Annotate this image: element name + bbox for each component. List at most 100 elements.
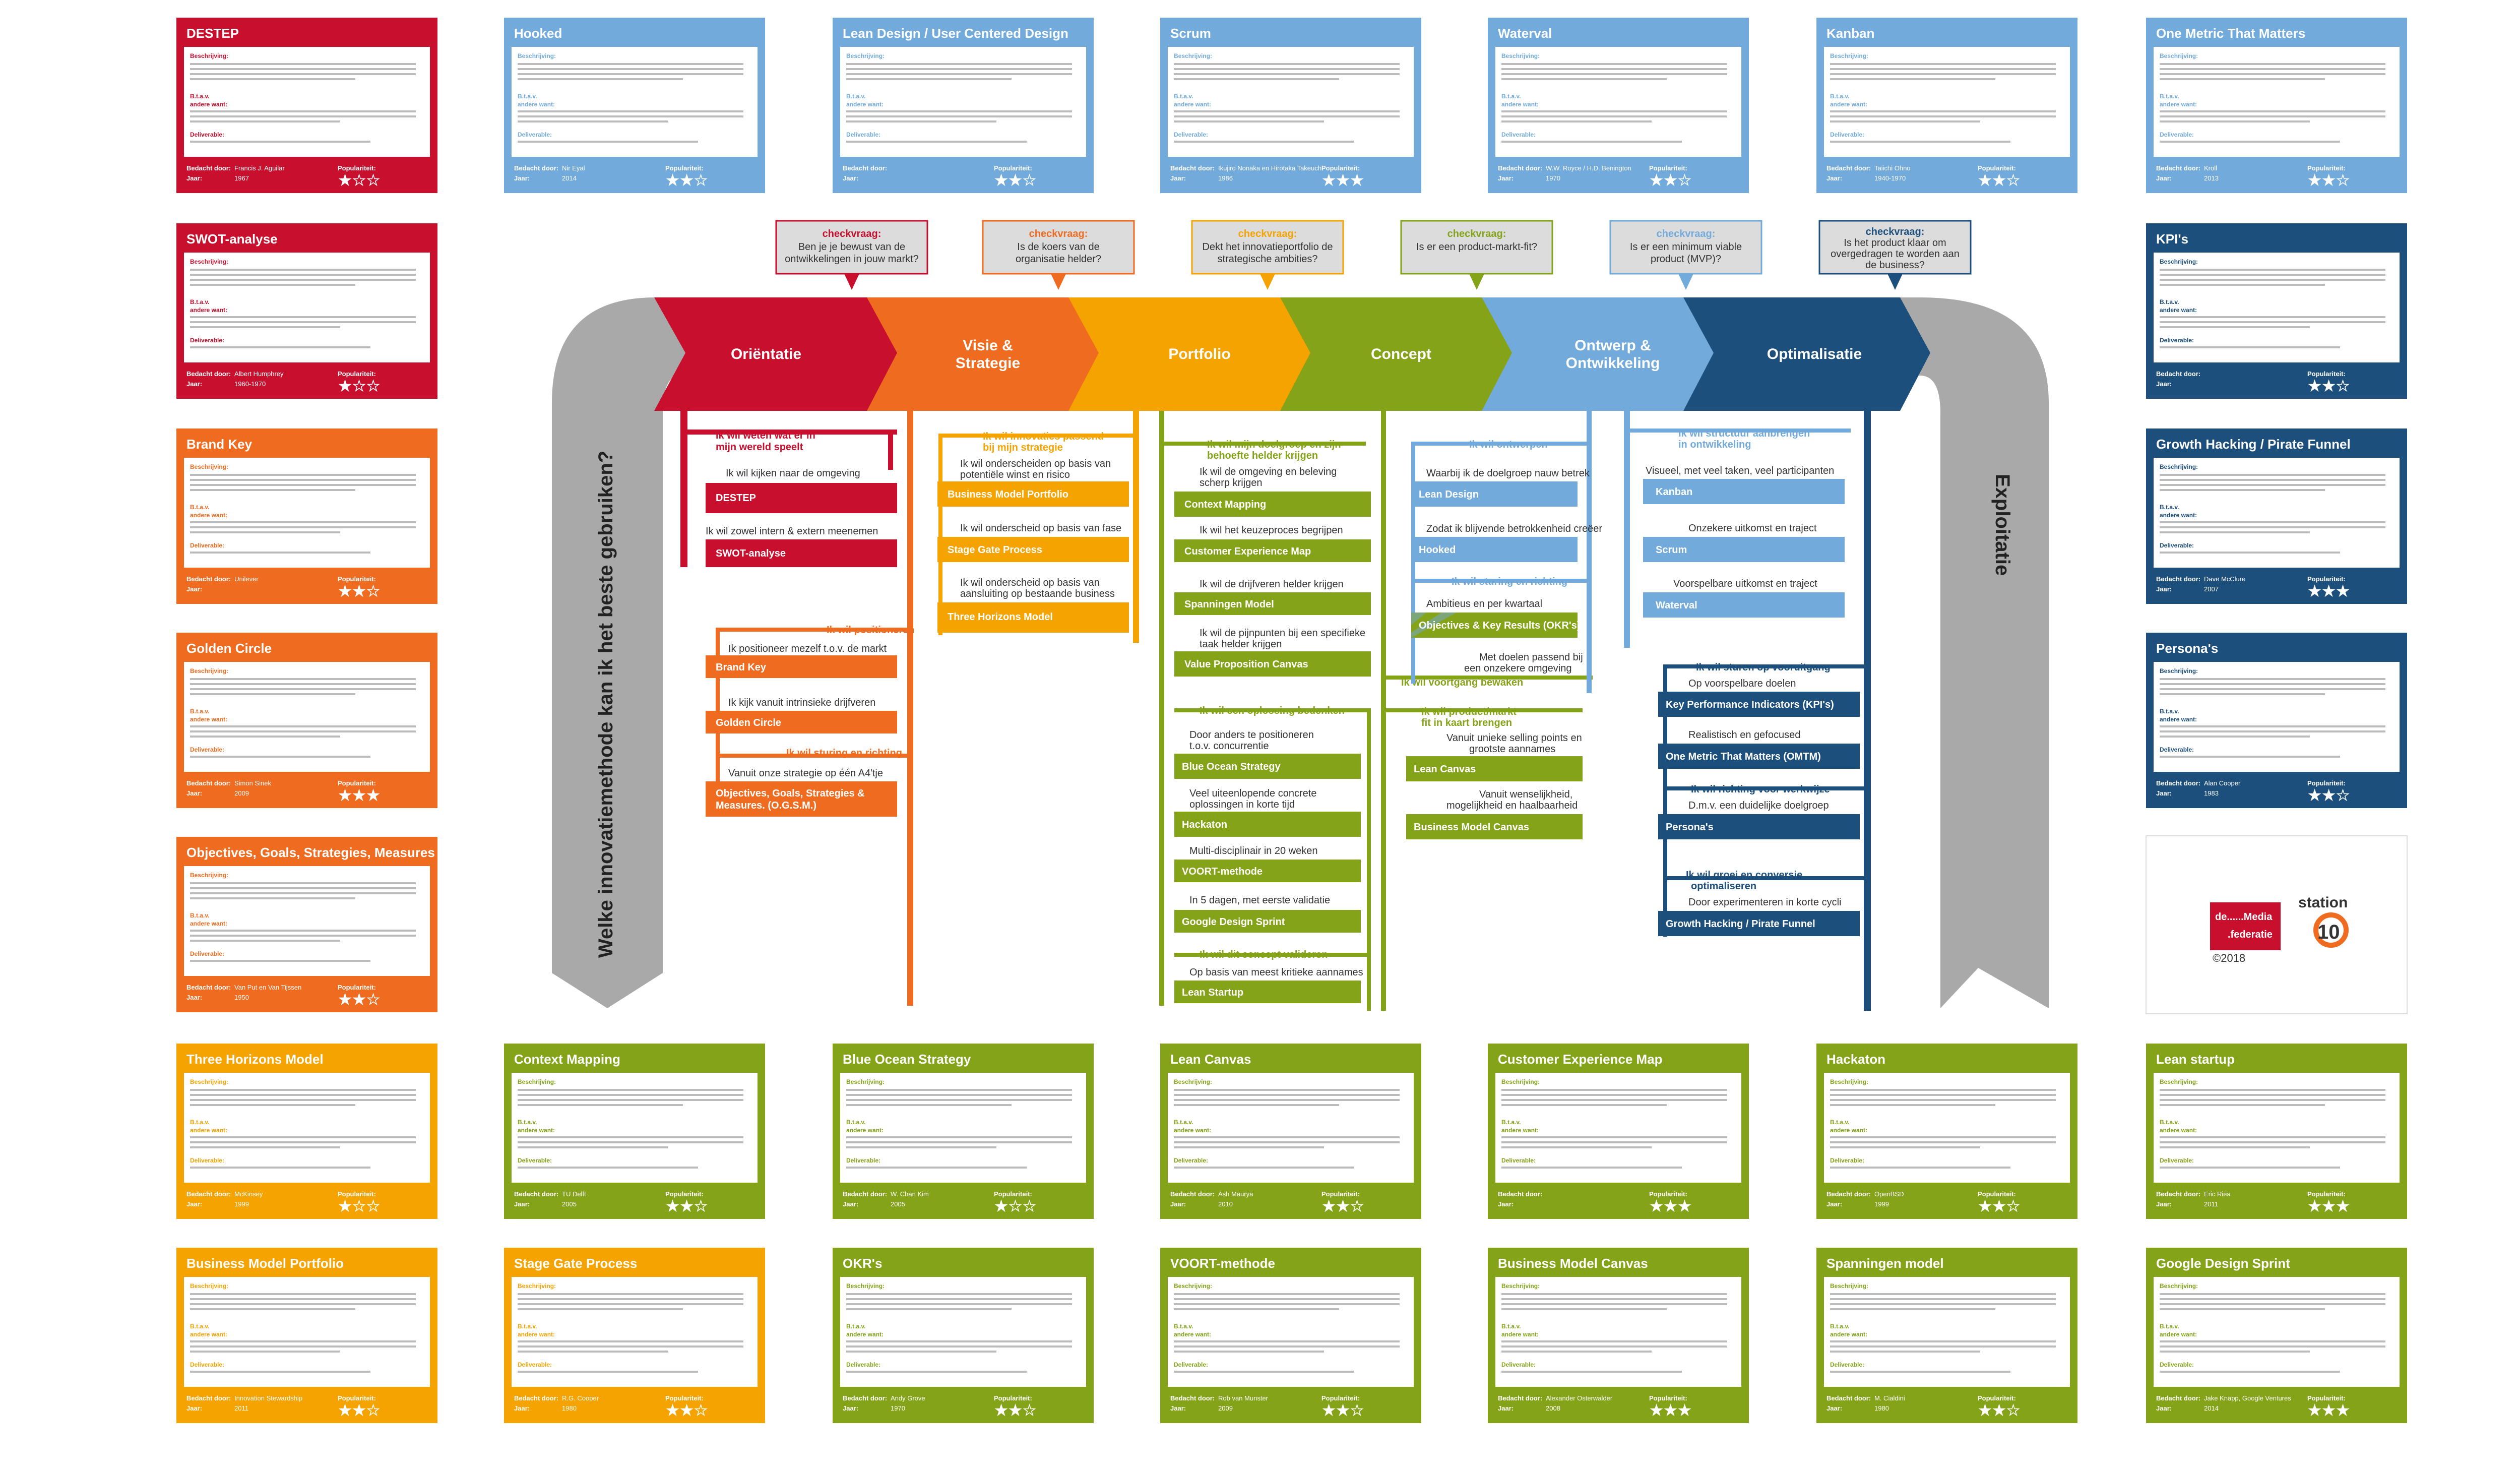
blue1-method-leandesign[interactable] (1411, 481, 1578, 507)
amber-method-threehorizons[interactable] (937, 602, 1129, 633)
lime1-method-contextmapping[interactable] (1174, 492, 1371, 517)
orange-method-brandkey[interactable] (706, 655, 897, 678)
card-body (1824, 47, 2070, 157)
star-icon: ★ (695, 1198, 707, 1214)
checkvraag-5-line1: Is er een minimum viable (1630, 241, 1742, 253)
card-text-line (518, 115, 743, 117)
amber-method-stagegate[interactable] (937, 537, 1129, 562)
method-card-omtm[interactable]: One Metric That MattersBeschrijving:B.t.… (2146, 18, 2407, 193)
card-text-line (190, 269, 416, 271)
method-card-cem[interactable]: Customer Experience MapBeschrijving:B.t.… (1488, 1044, 1749, 1219)
card-year-label: Jaar: (1170, 1200, 1186, 1208)
card-popularity-label: Populariteit: (2307, 779, 2346, 787)
method-card-stagegate[interactable]: Stage Gate ProcessBeschrijving:B.t.a.v.a… (504, 1248, 765, 1423)
card-text-line (518, 78, 683, 80)
card-year: 2009 (1218, 1404, 1233, 1412)
star-icon: ★ (695, 1402, 707, 1418)
method-card-blueocean[interactable]: Blue Ocean StrategyBeschrijving:B.t.a.v.… (833, 1044, 1094, 1219)
checkvraag-6-line3: de business? (1865, 260, 1925, 271)
lime1-method-vpc[interactable] (1174, 651, 1371, 677)
method-card-swot[interactable]: SWOT-analyseBeschrijving:B.t.a.v.andere … (176, 223, 437, 399)
copyright-text: ©2018 (2213, 952, 2245, 964)
card-title: One Metric That Matters (2156, 26, 2305, 41)
mediafederatie-logo-text-1: de......Media (2215, 911, 2273, 923)
navy-method-personas[interactable] (1658, 814, 1860, 839)
method-card-contextmapping[interactable]: Context MappingBeschrijving:B.t.a.v.ande… (504, 1044, 765, 1219)
card-text-line (1830, 1303, 2056, 1305)
blue2-method-scrum[interactable] (1643, 537, 1845, 562)
method-card-bmcanvas[interactable]: Business Model CanvasBeschrijving:B.t.a.… (1488, 1248, 1749, 1423)
card-body (1168, 47, 1414, 157)
amber-method-bmportfolio[interactable] (937, 481, 1129, 507)
lime2-method-leanstartup[interactable] (1174, 981, 1361, 1003)
card-author-label: Bedacht door: (2156, 164, 2200, 172)
star-icon: ★ (2322, 787, 2335, 803)
phase-concept (1280, 297, 1522, 411)
card-text-line (2160, 756, 2340, 758)
card-text-line (2160, 1099, 2385, 1101)
orange-method-goldencircle[interactable] (706, 711, 897, 733)
blue1-method-hooked[interactable] (1411, 537, 1578, 562)
card-text-line (2160, 78, 2325, 80)
checkvraag-3-line2: strategische ambities? (1218, 254, 1318, 265)
card-text-line (846, 1293, 1072, 1295)
lime1-method-spanningen[interactable] (1174, 592, 1371, 615)
card-field-label: B.t.a.v. (2160, 1119, 2179, 1126)
lime3-method-bmcanvas[interactable] (1406, 814, 1583, 839)
card-field-label: B.t.a.v. (190, 504, 209, 511)
star-icon: ★ (666, 1402, 679, 1418)
method-card-bmportfolio[interactable]: Business Model PortfolioBeschrijving:B.t… (176, 1248, 437, 1423)
star-icon: ★ (1322, 1198, 1335, 1214)
method-card-growthhacking[interactable]: Growth Hacking / Pirate FunnelBeschrijvi… (2146, 429, 2407, 604)
lime1-method-cem[interactable] (1174, 539, 1371, 562)
star-icon: ★ (2308, 787, 2321, 803)
navy-method-growthhacking[interactable] (1658, 911, 1860, 936)
blue2-method-waterval[interactable] (1643, 592, 1845, 618)
navy-method-omtm[interactable] (1658, 744, 1860, 769)
card-text-line (846, 63, 1072, 65)
card-body (1824, 1277, 2070, 1387)
lime2-method-hackaton[interactable] (1174, 812, 1361, 837)
card-field-label: Beschrijving: (2160, 52, 2198, 59)
orange-method-ogsm[interactable] (706, 781, 897, 817)
card-text-line (1830, 1094, 2056, 1096)
star-icon: ★ (995, 172, 1007, 188)
method-card-voort[interactable]: VOORT-methodeBeschrijving:B.t.a.v.andere… (1160, 1248, 1421, 1423)
method-card-leandesign[interactable]: Lean Design / User Centered DesignBeschr… (833, 18, 1094, 193)
card-author: R.G. Cooper (562, 1394, 599, 1402)
lime2-method-blueocean[interactable] (1174, 754, 1361, 779)
navy-method-kpi[interactable] (1658, 692, 1860, 717)
lime2-method-googlesprint[interactable] (1174, 910, 1361, 933)
blue1-question-4a: Met doelen passend bij (1479, 652, 1583, 663)
red-method-destep[interactable] (706, 483, 897, 513)
blue2-method-kanban[interactable] (1643, 479, 1845, 504)
star-icon: ★ (339, 583, 351, 599)
method-card-threehorizons[interactable]: Three Horizons ModelBeschrijving:B.t.a.v… (176, 1044, 437, 1219)
card-text-line (846, 141, 1027, 143)
method-card-ogsm[interactable]: Objectives, Goals, Strategies, MeasuresB… (176, 837, 437, 1012)
lime2-method-voort[interactable] (1174, 860, 1361, 882)
card-text-line (2160, 1298, 2385, 1300)
card-text-line (190, 1308, 355, 1310)
method-card-leanstartup[interactable]: Lean startupBeschrijving:B.t.a.v.andere … (2146, 1044, 2407, 1219)
method-card-goldencircle[interactable]: Golden CircleBeschrijving:B.t.a.v.andere… (176, 633, 437, 808)
card-body (184, 47, 430, 157)
phase-label-concept: Concept (1371, 346, 1431, 362)
card-text-line (2160, 1303, 2385, 1305)
red-method-swot[interactable] (706, 539, 897, 567)
lime2-question-1a: Door anders te positioneren (1189, 729, 1314, 741)
lime3-method-leancanvas[interactable] (1406, 756, 1583, 781)
method-card-spanningen[interactable]: Spanningen modelBeschrijving:B.t.a.v.and… (1816, 1248, 2077, 1423)
method-card-googlesprint[interactable]: Google Design SprintBeschrijving:B.t.a.v… (2146, 1248, 2407, 1423)
